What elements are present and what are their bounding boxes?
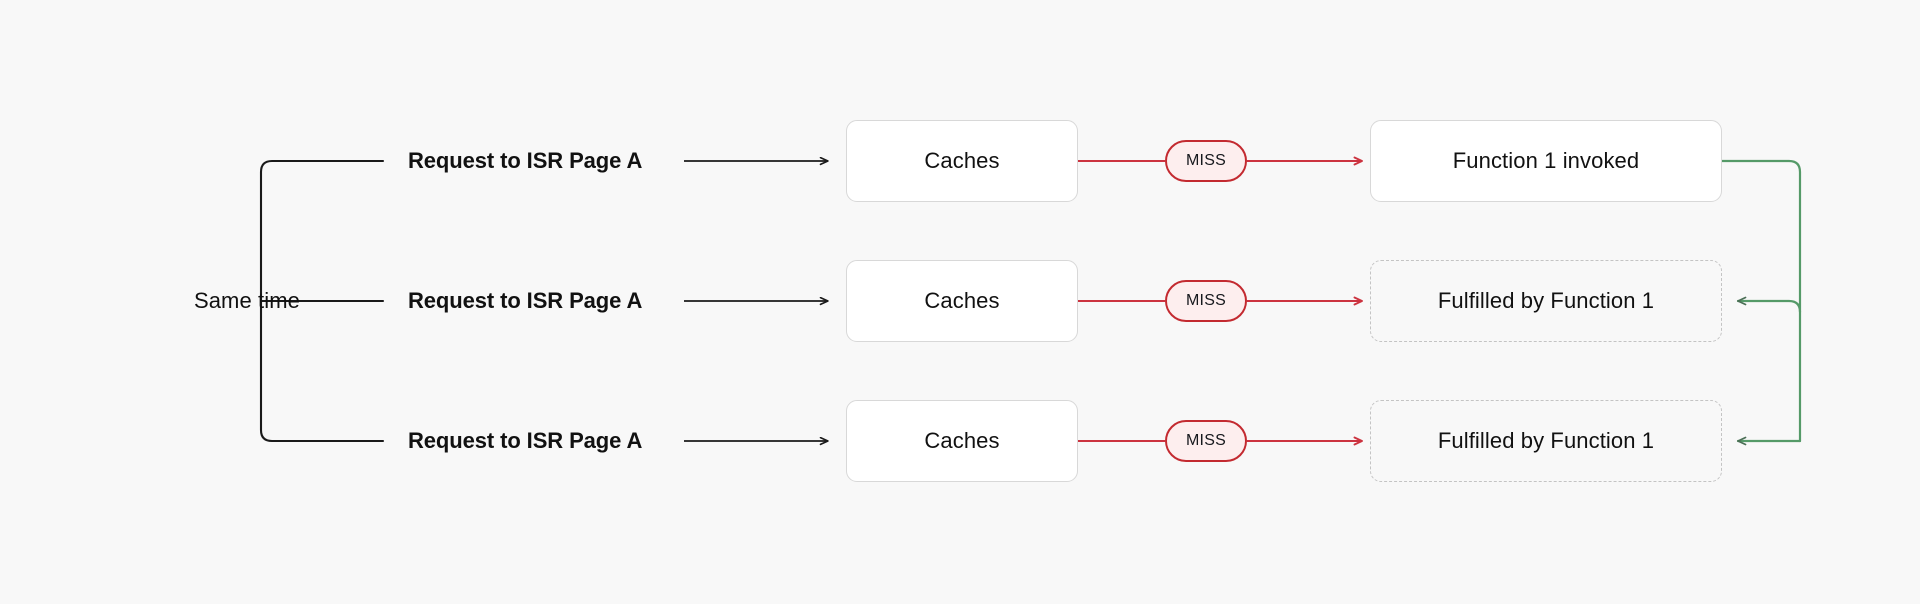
request-label-row-3: Request to ISR Page A: [408, 428, 643, 453]
cache-to-miss-lines: [1078, 160, 1165, 442]
miss-badge-row-3: MISS: [1165, 420, 1247, 462]
result-box-row-2[interactable]: Fulfilled by Function 1: [1370, 260, 1722, 342]
miss-badge-row-2: MISS: [1165, 280, 1247, 322]
request-label-row-1: Request to ISR Page A: [408, 148, 643, 173]
function-reuse-connector: [1720, 159, 1802, 446]
same-time-label: Same time: [193, 288, 300, 313]
result-box-row-3[interactable]: Fulfilled by Function 1: [1370, 400, 1722, 482]
caches-box-row-3[interactable]: Caches: [846, 400, 1078, 482]
request-label-row-2: Request to ISR Page A: [408, 288, 643, 313]
miss-badge-row-1: MISS: [1165, 140, 1247, 182]
miss-to-result-arrows: [1247, 156, 1363, 446]
caches-box-row-2[interactable]: Caches: [846, 260, 1078, 342]
result-box-row-1[interactable]: Function 1 invoked: [1370, 120, 1722, 202]
caches-box-row-1[interactable]: Caches: [846, 120, 1078, 202]
